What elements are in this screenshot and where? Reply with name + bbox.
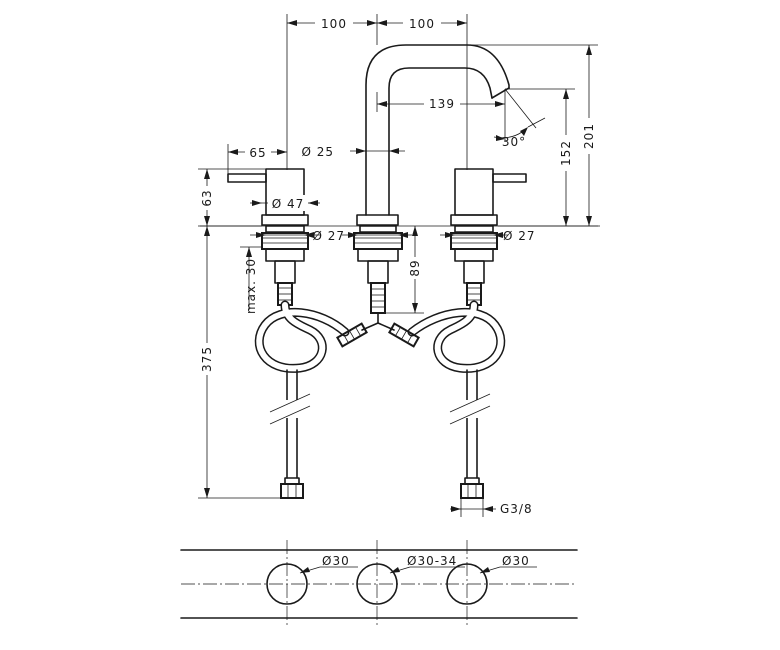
label-handle-height: 63	[200, 189, 214, 206]
supply-pipe-right	[449, 369, 491, 499]
label-spout-reach: 139	[429, 97, 455, 111]
right-handle	[450, 168, 527, 226]
label-spout-diameter: Ø 25	[301, 145, 334, 159]
hoses	[254, 300, 506, 373]
label-spout-height-total: 201	[582, 123, 596, 149]
spout	[356, 44, 510, 226]
mounting-center	[353, 225, 403, 314]
dimension-lines	[198, 14, 598, 517]
left-handle	[227, 168, 309, 226]
label-spout-height-outlet: 152	[559, 140, 573, 166]
label-shank-left: Ø 27	[312, 229, 345, 243]
label-top-left-spacing: 100	[321, 17, 347, 31]
hole-center-label: Ø30-34	[407, 554, 457, 568]
hole-right	[446, 563, 488, 605]
label-connector-depth: 89	[408, 259, 422, 276]
label-top-right-spacing: 100	[409, 17, 435, 31]
hole-layout: Ø30 Ø30-34 Ø30	[180, 540, 578, 628]
mounting-left	[261, 225, 309, 306]
label-spout-angle: 30°	[502, 135, 526, 149]
label-handle-length: 65	[249, 146, 266, 160]
label-total-depth: 375	[200, 346, 214, 372]
hole-right-label: Ø30	[502, 554, 530, 568]
hole-center	[356, 563, 398, 605]
dimension-labels: 100 100 139 30° 152 201 65 63 Ø 47 Ø 25 …	[199, 15, 597, 516]
label-thread: G3/8	[500, 502, 533, 516]
supply-pipe-left	[269, 369, 311, 499]
hole-left-label: Ø30	[322, 554, 350, 568]
label-base-diameter-left: Ø 47	[272, 197, 305, 211]
label-shank-right: Ø 27	[503, 229, 536, 243]
label-max-deck-thickness: max. 30	[244, 258, 258, 314]
mounting-right	[450, 225, 498, 306]
hole-left	[266, 563, 308, 605]
